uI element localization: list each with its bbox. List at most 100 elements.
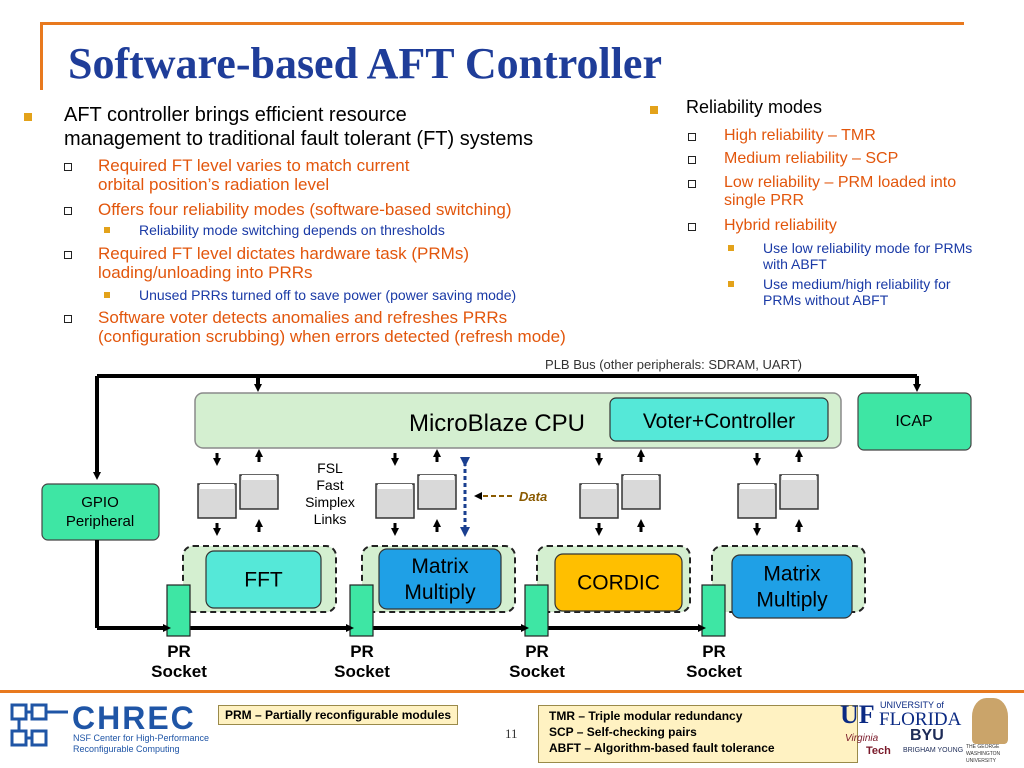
gw-logo-portrait bbox=[972, 698, 1008, 744]
footer-divider bbox=[0, 690, 1024, 693]
right-mode-1: High reliability – TMR bbox=[724, 127, 876, 144]
fsl-fifo-cap bbox=[200, 484, 234, 489]
icap-label: ICAP bbox=[895, 413, 932, 430]
fsl-fifo bbox=[375, 483, 415, 519]
uf-logo-mark: UF bbox=[840, 700, 875, 729]
title-accent-vertical bbox=[40, 22, 43, 90]
left-sub4-line1: Software voter detects anomalies and ref… bbox=[98, 308, 508, 327]
pr-socket-label: Socket bbox=[151, 662, 207, 681]
fsl-fifo-cap bbox=[740, 484, 774, 489]
sub-sub-bullet-marker bbox=[104, 227, 110, 233]
fsl-label-line4: Links bbox=[314, 511, 347, 527]
microblaze-cpu-label: MicroBlaze CPU bbox=[409, 410, 585, 437]
gw-logo-line3: UNIVERSITY bbox=[966, 758, 997, 764]
left-sub3-line2: loading/unloading into PRRs bbox=[98, 263, 313, 282]
icap-box bbox=[857, 392, 972, 451]
uf-logo-name: FLORIDA bbox=[879, 709, 962, 730]
right-mode-3-line2: single PRR bbox=[724, 192, 805, 209]
sub-bullet-marker bbox=[688, 133, 696, 141]
prm-module-label: CORDIC bbox=[577, 572, 660, 595]
fsl-label-line2: Fast bbox=[316, 477, 343, 493]
right-mode-4b-line2: PRMs without ABFT bbox=[763, 292, 889, 308]
sub-bullet-marker bbox=[688, 223, 696, 231]
byu-logo-sub: BRIGHAM YOUNG bbox=[903, 747, 964, 754]
left-sub4-line2: (configuration scrubbing) when errors de… bbox=[98, 327, 566, 346]
right-mode-4a-line1: Use low reliability mode for PRMs bbox=[763, 240, 973, 256]
prm-module-box bbox=[731, 554, 853, 619]
gpio-label-line2: Peripheral bbox=[66, 513, 134, 530]
sub-bullet-marker bbox=[64, 163, 72, 171]
left-sub1-line1: Required FT level varies to match curren… bbox=[98, 156, 410, 175]
prm-module-box bbox=[554, 553, 683, 612]
voter-controller-label: Voter+Controller bbox=[643, 410, 795, 433]
fsl-fifo bbox=[621, 474, 661, 510]
pr-socket-label: PR bbox=[525, 642, 549, 661]
pr-socket-label: PR bbox=[702, 642, 726, 661]
bullet-marker bbox=[650, 106, 658, 114]
abbrev-tmr: TMR – Triple modular redundancy bbox=[549, 709, 743, 723]
chrec-logo-sub2: Reconfigurable Computing bbox=[73, 744, 180, 754]
fsl-fifo bbox=[417, 474, 457, 510]
prm-module-label: Multiply bbox=[756, 589, 828, 612]
pr-socket bbox=[349, 584, 374, 637]
sub-bullet-marker bbox=[688, 156, 696, 164]
left-main-bullet-line1: AFT controller brings efficient resource bbox=[64, 104, 407, 126]
left-sub1-line2: orbital position’s radiation level bbox=[98, 175, 330, 194]
plb-bus bbox=[93, 374, 921, 480]
fsl-fifo bbox=[579, 483, 619, 519]
prm-module-box bbox=[205, 550, 322, 609]
pr-socket bbox=[701, 584, 726, 637]
prm-module-label: Multiply bbox=[404, 581, 476, 604]
prm-note-box: PRM – Partially reconfigurable modules bbox=[218, 705, 459, 725]
sub-sub-bullet-marker bbox=[104, 292, 110, 298]
plb-bus-label: PLB Bus (other peripherals: SDRAM, UART) bbox=[545, 357, 802, 372]
fsl-fifo-cap bbox=[242, 475, 276, 480]
fsl-fifo bbox=[779, 474, 819, 510]
abbrev-scp: SCP – Self-checking pairs bbox=[549, 725, 697, 739]
left-sub2: Offers four reliability modes (software-… bbox=[98, 200, 512, 219]
uf-logo-univ: UNIVERSITY of bbox=[880, 700, 944, 710]
right-mode-4: Hybrid reliability bbox=[724, 217, 837, 234]
pr-socket bbox=[166, 584, 191, 637]
right-mode-4b-line1: Use medium/high reliability for bbox=[763, 276, 951, 292]
byu-logo-name: BYU bbox=[910, 727, 944, 744]
gpio-box bbox=[41, 483, 160, 541]
prm-module-label: FFT bbox=[244, 569, 283, 592]
pr-socket-label: PR bbox=[167, 642, 191, 661]
right-main-bullet: Reliability modes bbox=[686, 97, 823, 117]
sub-bullet-marker bbox=[64, 207, 72, 215]
prm-module-box bbox=[378, 548, 502, 610]
right-mode-2: Medium reliability – SCP bbox=[724, 150, 899, 167]
pr-socket-label: PR bbox=[350, 642, 374, 661]
fsl-fifo-cap bbox=[624, 475, 658, 480]
pr-socket-label: Socket bbox=[334, 662, 390, 681]
bullet-marker bbox=[24, 113, 32, 121]
fsl-fifo-cap bbox=[582, 484, 616, 489]
abbrev-box: TMR – Triple modular redundancy SCP – Se… bbox=[538, 705, 858, 763]
prm-module-label: Matrix bbox=[763, 563, 821, 586]
vt-logo-line1: Virginia bbox=[845, 733, 879, 744]
left-main-bullet-line2: management to traditional fault tolerant… bbox=[64, 128, 534, 150]
data-label: Data bbox=[519, 489, 547, 504]
pr-socket-label: Socket bbox=[509, 662, 565, 681]
fsl-fifo bbox=[737, 483, 777, 519]
right-mode-4a-line2: with ABFT bbox=[763, 256, 827, 272]
gpio-socket-line bbox=[95, 540, 698, 630]
fsl-label-line1: FSL bbox=[317, 460, 343, 476]
pr-socket bbox=[524, 584, 549, 637]
gpio-label-line1: GPIO bbox=[81, 494, 119, 511]
left-sub3a: Unused PRRs turned off to save power (po… bbox=[139, 287, 517, 303]
voter-controller-box bbox=[609, 397, 829, 442]
fsl-fifo-cap bbox=[420, 475, 454, 480]
sub-bullet-marker bbox=[64, 251, 72, 259]
fsl-label-line3: Simplex bbox=[305, 494, 355, 510]
chrec-logo-sub1: NSF Center for High-Performance bbox=[73, 733, 210, 743]
gw-logo-line1: THE GEORGE bbox=[966, 744, 1000, 750]
fsl-fifo bbox=[239, 474, 279, 510]
prm-module-label: Matrix bbox=[411, 555, 469, 578]
abbrev-abft: ABFT – Algorithm-based fault tolerance bbox=[549, 741, 775, 755]
right-mode-3-line1: Low reliability – PRM loaded into bbox=[724, 174, 957, 191]
fsl-fifo bbox=[197, 483, 237, 519]
left-sub3-line1: Required FT level dictates hardware task… bbox=[98, 244, 469, 263]
